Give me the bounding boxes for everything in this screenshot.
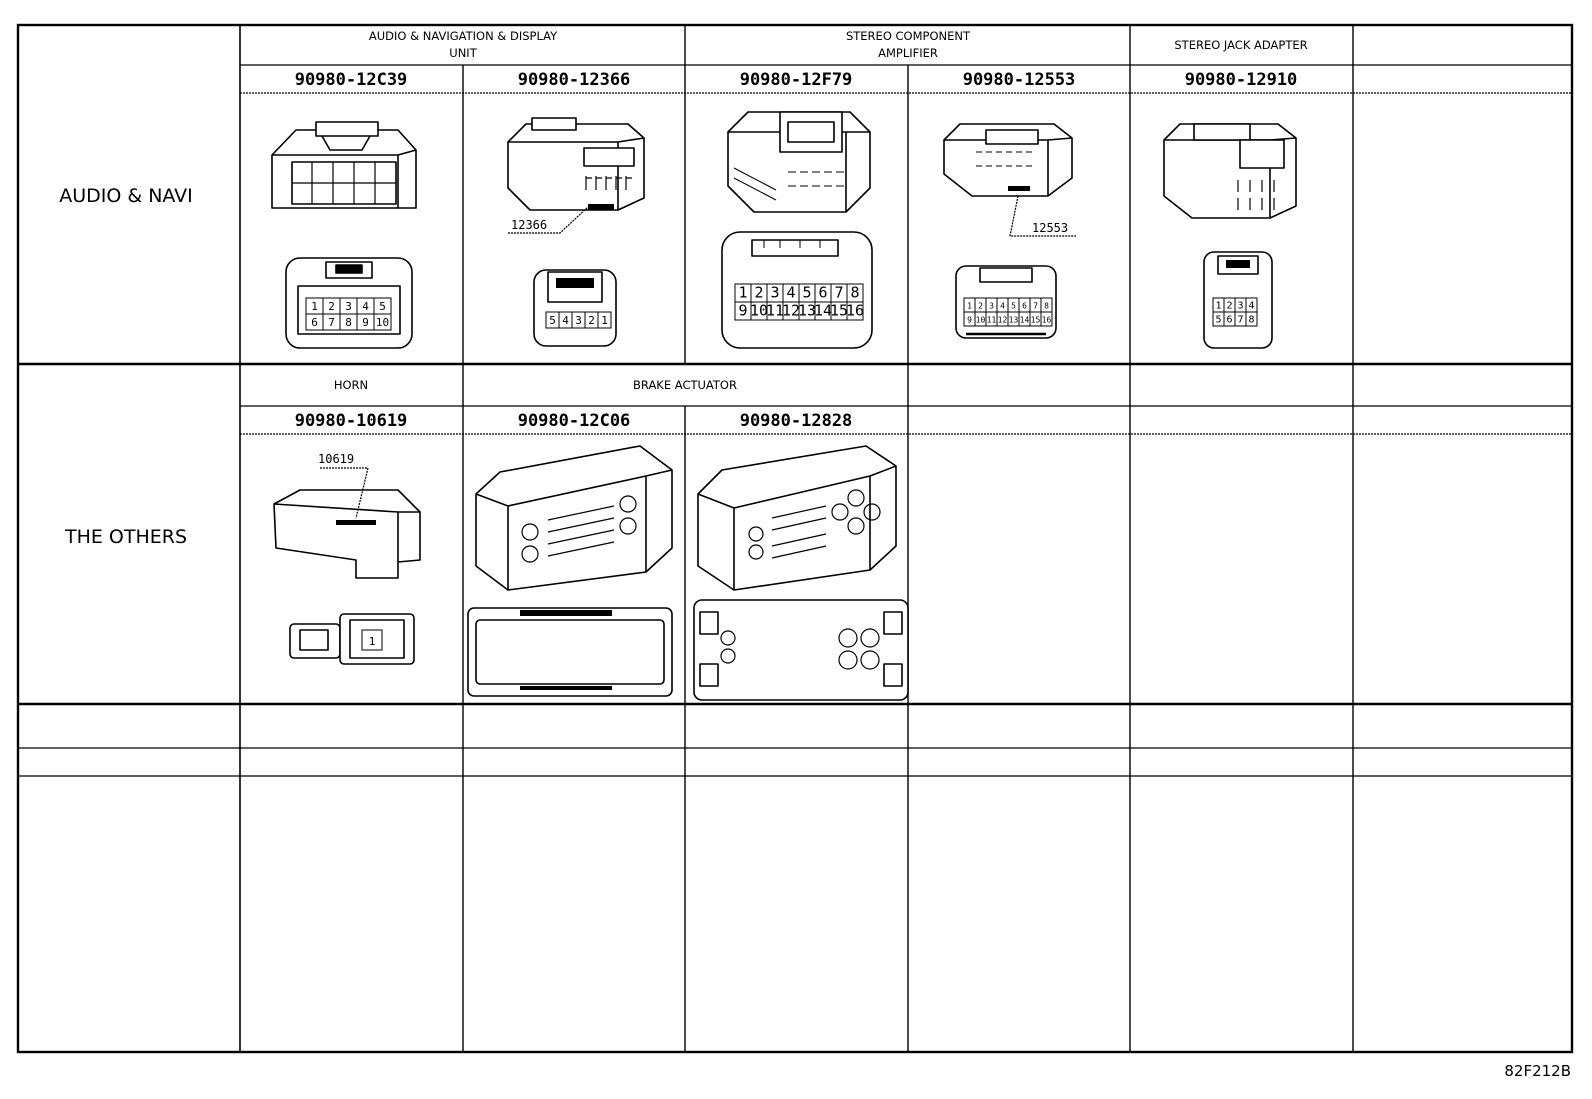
pin-number: 1: [1215, 301, 1221, 312]
pin-number: 5: [1011, 302, 1016, 311]
pin-number: 10: [976, 316, 986, 325]
pin-number: 8: [850, 284, 859, 302]
pin-number: 6: [1022, 302, 1027, 311]
pin-number: 10: [750, 302, 768, 320]
pin-cell: [361, 629, 383, 651]
group-title-audio-nav-display-line1: AUDIO & NAVIGATION & DISPLAY: [369, 29, 558, 43]
part-number-10619: 90980-10619: [295, 411, 408, 431]
pin-number: 6: [311, 316, 318, 329]
part-number-12828: 90980-12828: [740, 411, 853, 431]
drawing-code: 82F212B: [1504, 1062, 1571, 1080]
pin-number: 5: [1215, 315, 1221, 326]
pin-number: 4: [562, 314, 569, 327]
pin-number: 7: [328, 316, 335, 329]
pin-number: 4: [1248, 301, 1254, 312]
group-title-stereo-amp-line1: STEREO COMPONENT: [846, 29, 971, 43]
pin-number: 5: [379, 300, 386, 313]
pin-number: 2: [978, 302, 983, 311]
pin-number: 3: [770, 284, 779, 302]
connector-drawing-10619: 10619: [273, 452, 421, 665]
pin-number: 7: [1237, 315, 1243, 326]
pin-cell: [846, 301, 864, 321]
pin-number: 3: [345, 300, 352, 313]
pin-number: 2: [328, 300, 335, 313]
pin-number: 6: [818, 284, 827, 302]
pin-number: 3: [989, 302, 994, 311]
connector-drawing-12c06: [467, 445, 673, 697]
part-number-12c06: 90980-12C06: [518, 411, 631, 431]
pin-number: 15: [830, 302, 848, 320]
pin-number: 13: [798, 302, 816, 320]
pin-number: 12: [998, 316, 1008, 325]
pin-number: 2: [588, 314, 595, 327]
pin-number: 16: [1042, 316, 1052, 325]
pin-number: 9: [967, 316, 972, 325]
pin-number: 7: [834, 284, 843, 302]
pin-number: 9: [738, 302, 747, 320]
pin-number: 8: [1044, 302, 1049, 311]
pin-number: 1: [369, 635, 376, 648]
pin-number: 5: [549, 314, 556, 327]
pin-number: 8: [1248, 315, 1254, 326]
pin-number: 7: [1033, 302, 1038, 311]
pin-number: 14: [814, 302, 832, 320]
pin-number: 1: [738, 284, 747, 302]
pin-number: 8: [345, 316, 352, 329]
group-title-audio-nav-display-line2: UNIT: [449, 46, 477, 60]
pin-cell: [1040, 311, 1053, 327]
connector-drawing-12828: [693, 445, 909, 701]
pin-number: 15: [1031, 316, 1041, 325]
group-title-stereo-amp-line2: AMPLIFIER: [878, 46, 938, 60]
pin-number: 12: [782, 302, 800, 320]
pin-number: 14: [1020, 316, 1030, 325]
row-category-audio-navi: AUDIO & NAVI: [59, 185, 193, 207]
callout-label-12366: 12366: [511, 218, 547, 232]
part-number-12910: 90980-12910: [1185, 70, 1298, 90]
part-number-12553: 90980-12553: [963, 70, 1076, 90]
group-title-stereo-jack-adapter: STEREO JACK ADAPTER: [1174, 38, 1307, 52]
pin-number: 3: [575, 314, 582, 327]
pin-number: 1: [967, 302, 972, 311]
pin-number: 2: [1226, 301, 1232, 312]
pin-cell: [597, 311, 612, 329]
pin-number: 11: [766, 302, 784, 320]
table-grid: [16, 23, 1574, 1054]
group-title-horn: HORN: [334, 378, 368, 392]
callout-label-12553: 12553: [1032, 221, 1068, 235]
row-category-the-others: THE OTHERS: [64, 526, 187, 548]
part-number-12f79: 90980-12F79: [740, 70, 853, 90]
pin-number: 16: [846, 302, 864, 320]
pin-number: 13: [1009, 316, 1019, 325]
group-title-brake-actuator: BRAKE ACTUATOR: [633, 378, 737, 392]
pin-number: 4: [786, 284, 795, 302]
part-number-12c39: 90980-12C39: [295, 70, 408, 90]
callout-label-10619: 10619: [318, 452, 354, 466]
pin-number: 10: [376, 316, 389, 329]
pin-number: 2: [754, 284, 763, 302]
pin-number: 6: [1226, 315, 1232, 326]
pin-number: 4: [362, 300, 369, 313]
pin-number: 1: [311, 300, 318, 313]
pin-number: 9: [362, 316, 369, 329]
pin-number: 11: [987, 316, 997, 325]
part-number-12366: 90980-12366: [518, 70, 631, 90]
pin-cell: [1245, 311, 1258, 327]
pin-cell: [373, 313, 392, 331]
pin-number: 5: [802, 284, 811, 302]
pin-number: 3: [1237, 301, 1243, 312]
pin-number: 1: [601, 314, 608, 327]
pin-number: 4: [1000, 302, 1005, 311]
